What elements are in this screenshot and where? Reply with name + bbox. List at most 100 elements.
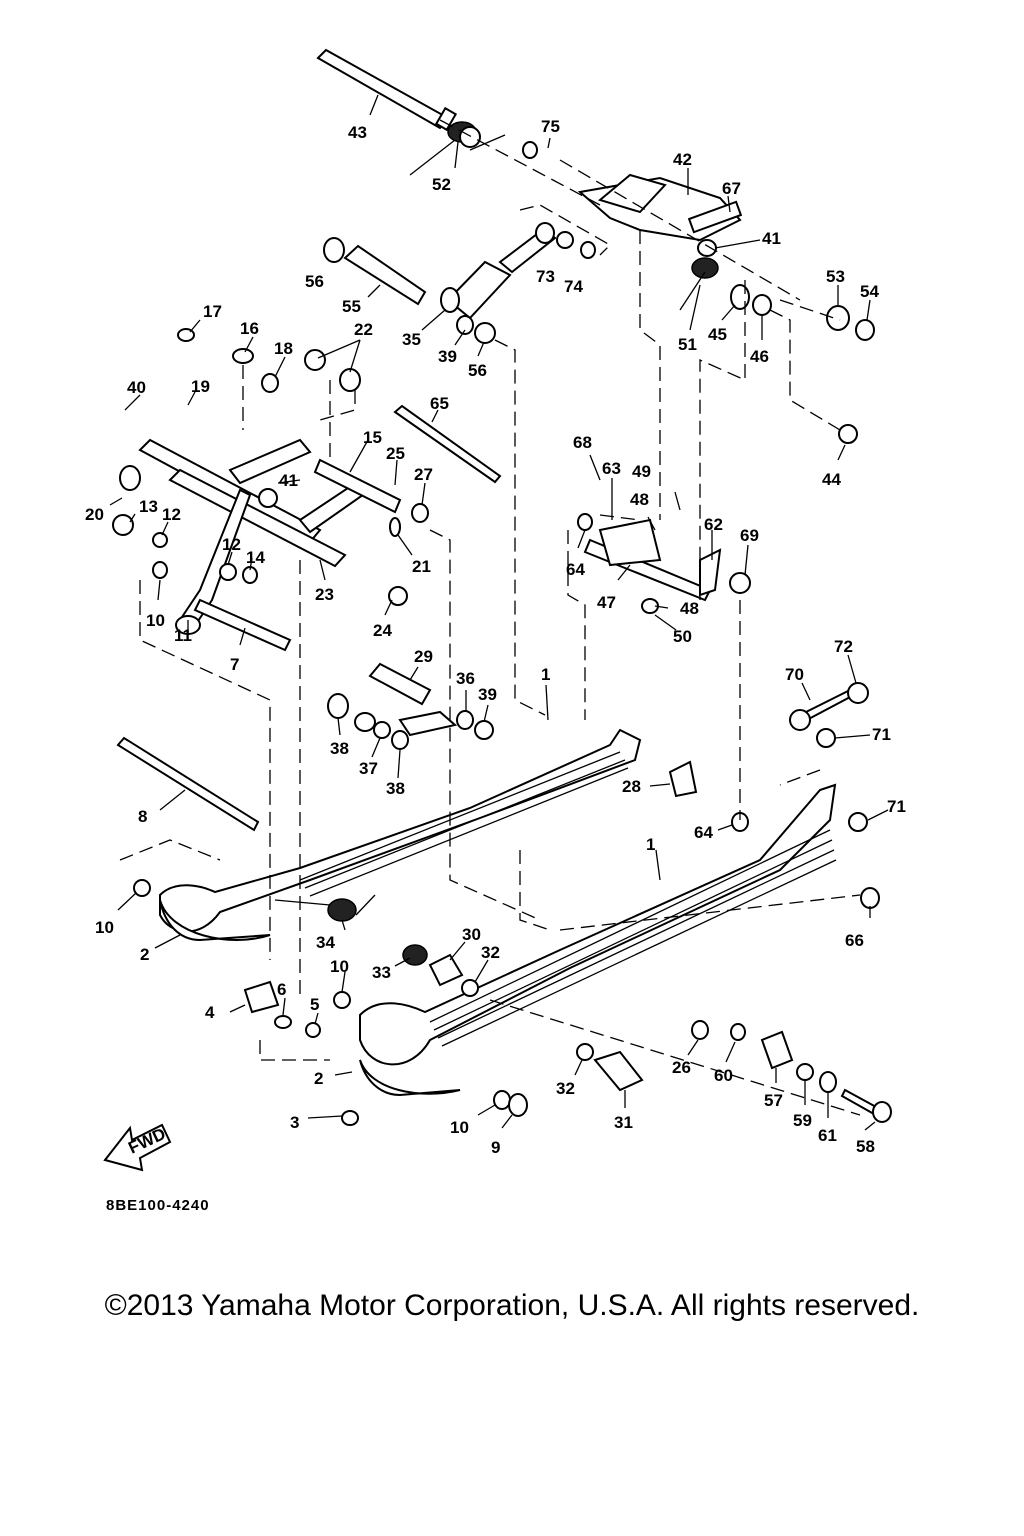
callout: 48	[680, 599, 699, 618]
small-parts	[112, 141, 880, 1126]
bolt-58	[840, 1088, 892, 1123]
callouts: 43 52 75 42 67 41 53 54 56 55 35 39 56 7…	[85, 94, 906, 1157]
callout: 39	[478, 685, 497, 704]
collar-31	[593, 1050, 644, 1092]
callout: 53	[826, 267, 845, 286]
diagram-code: 8BE100-4240	[106, 1197, 210, 1214]
callout: 50	[673, 627, 692, 646]
assembly-lines	[119, 119, 861, 1116]
parts-diagram: FWD 43 52 75 42 67 41 53 54 56 55 35 39 …	[85, 48, 906, 1172]
callout: 55	[342, 297, 361, 316]
callout: 45	[708, 325, 727, 344]
callout: 62	[704, 515, 723, 534]
callout: 15	[363, 428, 382, 447]
callout: 9	[491, 1138, 500, 1157]
callout: 59	[793, 1111, 812, 1130]
shock-absorber	[440, 222, 557, 320]
callout: 39	[438, 347, 457, 366]
callout: 33	[372, 963, 391, 982]
callout: 37	[359, 759, 378, 778]
callout: 6	[277, 980, 286, 999]
callout: 64	[566, 560, 585, 579]
callout: 58	[856, 1137, 875, 1156]
callout: 26	[672, 1058, 691, 1077]
long-bolt-65	[393, 404, 502, 484]
callout: 54	[860, 282, 879, 301]
callout: 27	[414, 465, 433, 484]
callout: 61	[818, 1126, 837, 1145]
tube-29	[368, 662, 458, 737]
callout: 16	[240, 319, 259, 338]
callout: 60	[714, 1066, 733, 1085]
callout: 34	[316, 933, 335, 952]
copyright-notice: ©2013 Yamaha Motor Corporation, U.S.A. A…	[104, 1289, 920, 1322]
callout: 57	[764, 1091, 783, 1110]
long-bolt-8	[116, 736, 260, 832]
callout: 52	[432, 175, 451, 194]
callout: 1	[646, 835, 655, 854]
callout: 13	[139, 497, 158, 516]
ski-rail-right	[359, 783, 837, 1066]
callout: 66	[845, 931, 864, 950]
callout: 38	[386, 779, 405, 798]
shaft-43	[316, 48, 458, 132]
callout: 7	[230, 655, 239, 674]
callout: 30	[462, 925, 481, 944]
callout: 40	[127, 378, 146, 397]
callout: 48	[630, 490, 649, 509]
callout: 74	[564, 277, 583, 296]
callout: 56	[468, 361, 487, 380]
callout: 71	[872, 725, 891, 744]
callout: 10	[95, 918, 114, 937]
callout: 32	[556, 1079, 575, 1098]
callout: 2	[140, 945, 149, 964]
callout: 3	[290, 1113, 299, 1132]
bracket-57	[760, 1030, 794, 1070]
callout: 72	[834, 637, 853, 656]
callout: 5	[310, 995, 319, 1014]
callout: 10	[450, 1118, 469, 1137]
callout: 75	[541, 117, 560, 136]
callout: 73	[536, 267, 555, 286]
callout: 1	[541, 665, 550, 684]
callout: 68	[573, 433, 592, 452]
callout: 35	[402, 330, 421, 349]
callout: 28	[622, 777, 641, 796]
callout: 56	[305, 272, 324, 291]
stopper-28	[668, 760, 698, 798]
callout: 18	[274, 339, 293, 358]
callout: 65	[430, 394, 449, 413]
shaft-55	[323, 237, 427, 306]
callout: 25	[386, 444, 405, 463]
spring-33	[402, 944, 428, 966]
callout: 12	[222, 535, 241, 554]
callout: 20	[85, 505, 104, 524]
bolt-70	[789, 688, 854, 731]
callout: 31	[614, 1113, 633, 1132]
callout: 44	[822, 470, 841, 489]
stopper-4	[243, 980, 280, 1014]
callout: 51	[678, 335, 697, 354]
callout: 23	[315, 585, 334, 604]
callout: 36	[456, 669, 475, 688]
callout: 11	[174, 626, 192, 645]
callout: 17	[203, 302, 222, 321]
callout: 38	[330, 739, 349, 758]
callout: 2	[314, 1069, 323, 1088]
ski-rail-left	[159, 728, 642, 933]
callout: 69	[740, 526, 759, 545]
callout: 29	[414, 647, 433, 666]
callout: 14	[246, 548, 265, 567]
ski-runner	[159, 899, 461, 1097]
spring-34	[274, 894, 376, 922]
callout: 41	[279, 471, 298, 490]
callout: 41	[762, 229, 781, 248]
callout: 12	[162, 505, 181, 524]
fwd-arrow-icon: FWD	[103, 1123, 172, 1172]
callout: 19	[191, 377, 210, 396]
bracket-42	[577, 173, 743, 242]
callout: 63	[602, 459, 621, 478]
callout: 10	[330, 957, 349, 976]
callout: 46	[750, 347, 769, 366]
callout: 8	[138, 807, 147, 826]
